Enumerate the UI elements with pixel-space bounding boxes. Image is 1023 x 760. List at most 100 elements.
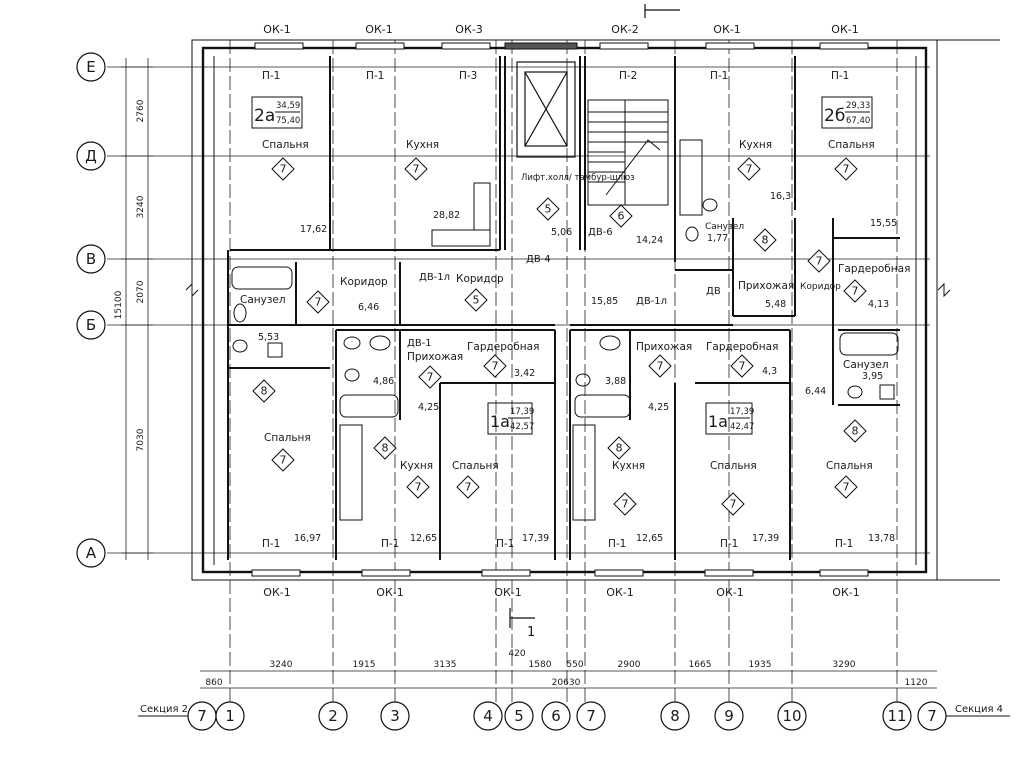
room-area: 4,86	[373, 376, 394, 387]
svg-text:1: 1	[225, 707, 235, 725]
room-name: Кухня	[739, 139, 772, 151]
room-names: Спальня Кухня Лифт.холл/ тамбур-шлюз Кух…	[240, 139, 910, 472]
room-name: Прихожая	[636, 341, 692, 353]
bottom-dimension-labels: 860 3240 1915 3135 420 1580 550 2900 166…	[205, 649, 927, 688]
svg-text:8: 8	[670, 707, 680, 725]
room-area: 3,88	[605, 376, 626, 387]
axis-bubble-6: 6	[541, 701, 571, 731]
window-label: ОК-1	[365, 23, 392, 36]
dim-label: 550	[566, 660, 583, 670]
dim-label: 2900	[618, 660, 641, 670]
room-area: 17,62	[300, 224, 327, 235]
room-area: 13,78	[868, 533, 895, 544]
axis-bubble-8: 8	[660, 701, 690, 731]
panel-label: П-1	[710, 70, 728, 82]
axis-bubble-2: 2	[318, 701, 348, 731]
tag-number: 7	[843, 481, 850, 494]
tag-number: 8	[616, 442, 623, 455]
room-name: Кухня	[612, 460, 645, 472]
room-area: 5,48	[765, 299, 786, 310]
tag-number: 8	[261, 385, 268, 398]
axis-bubble-9: 9	[714, 701, 744, 731]
dim-label: 3240	[270, 660, 293, 670]
svg-text:4: 4	[483, 707, 493, 725]
window-label: ОК-1	[832, 586, 859, 599]
dim-label: 420	[508, 649, 525, 659]
dim-label: 860	[205, 678, 222, 688]
outer-walls	[191, 39, 1000, 581]
axis-bubble-7-left: 7	[187, 701, 217, 731]
room-name: Коридор	[800, 282, 841, 292]
tag-number: 7	[657, 360, 664, 373]
section-cut-mark	[509, 4, 680, 628]
room-area: 28,82	[433, 210, 460, 221]
room-name: Гардеробная	[467, 341, 539, 353]
room-area: 6,44	[805, 386, 826, 397]
door-label: ДВ-4	[526, 254, 551, 265]
apartment-total-area: 75,40	[276, 116, 300, 126]
room-area: 4,25	[648, 402, 669, 413]
window-label: ОК-1	[831, 23, 858, 36]
dim-2070: 2070	[136, 280, 146, 303]
room-name: Спальня	[264, 432, 311, 444]
svg-text:3: 3	[390, 707, 400, 725]
axis-grid-lines	[107, 40, 930, 718]
interior-walls	[227, 56, 900, 560]
axis-bubble-10: 10	[777, 701, 807, 731]
svg-text:7: 7	[586, 707, 596, 725]
room-area: 12,65	[636, 533, 663, 544]
panel-label: П-1	[381, 538, 399, 550]
axis-bubble-3: 3	[380, 701, 410, 731]
apartment-badge-text: 2а 34,59 75,40 2б 29,33 67,40 1а 17,39 4…	[254, 101, 870, 432]
room-area: 15,85	[591, 296, 618, 307]
break-marks	[185, 282, 951, 298]
room-area: 17,39	[522, 533, 549, 544]
apartment-living-area: 17,39	[510, 407, 534, 417]
room-name: Спальня	[710, 460, 757, 472]
elevator-shaft	[516, 61, 576, 158]
axis-bubble-D: Д	[76, 141, 106, 171]
axis-bubble-E: Е	[76, 52, 106, 82]
tag-number: 5	[473, 294, 480, 307]
dim-label: 1935	[749, 660, 772, 670]
axis-bubble-4: 4	[473, 701, 503, 731]
tag-number: 8	[852, 425, 859, 438]
apartment-living-area: 34,59	[276, 101, 300, 111]
tag-number: 7	[492, 360, 499, 373]
room-name: Гардеробная	[838, 263, 910, 275]
dim-label: 3290	[833, 660, 856, 670]
door-label: ДВ	[706, 286, 721, 297]
window-label: ОК-3	[455, 23, 482, 36]
apartment-total-area: 42,57	[510, 422, 534, 432]
window-label: ОК-1	[606, 586, 633, 599]
tag-number: 7	[746, 163, 753, 176]
tag-number: 8	[762, 234, 769, 247]
room-name: Санузел	[240, 294, 286, 306]
dim-label: 3135	[434, 660, 457, 670]
axis-bubble-V: В	[76, 244, 106, 274]
svg-text:В: В	[86, 250, 96, 268]
apartment-living-area: 17,39	[730, 407, 754, 417]
apartment-type: 1а	[708, 412, 728, 431]
svg-text:Е: Е	[86, 58, 95, 76]
room-name: Кухня	[400, 460, 433, 472]
room-area: 16,3	[770, 191, 791, 202]
letter-axes: Е Д В Б А	[76, 52, 106, 568]
bottom-dimension-lines	[200, 670, 937, 689]
window-label: ОК-1	[263, 586, 290, 599]
axis-bubble-A: А	[76, 538, 106, 568]
panel-label: П-3	[459, 70, 477, 82]
svg-text:2: 2	[328, 707, 338, 725]
apartment-type: 1а	[490, 412, 510, 431]
dim-overall: 20630	[552, 678, 581, 688]
door-label: ДВ-1л	[636, 296, 667, 307]
room-area: 4,13	[868, 299, 889, 310]
tag-number: 7	[280, 163, 287, 176]
apartment-type: 2б	[824, 106, 845, 126]
dim-label: 1665	[689, 660, 712, 670]
panel-label: П-1	[366, 70, 384, 82]
axis-bubble-1: 1	[215, 701, 245, 731]
window-labels-top: ОК-1 ОК-1 ОК-3 ОК-2 ОК-1 ОК-1	[263, 23, 858, 36]
axis-bubble-7: 7	[576, 701, 606, 731]
window-label: ОК-2	[611, 23, 638, 36]
